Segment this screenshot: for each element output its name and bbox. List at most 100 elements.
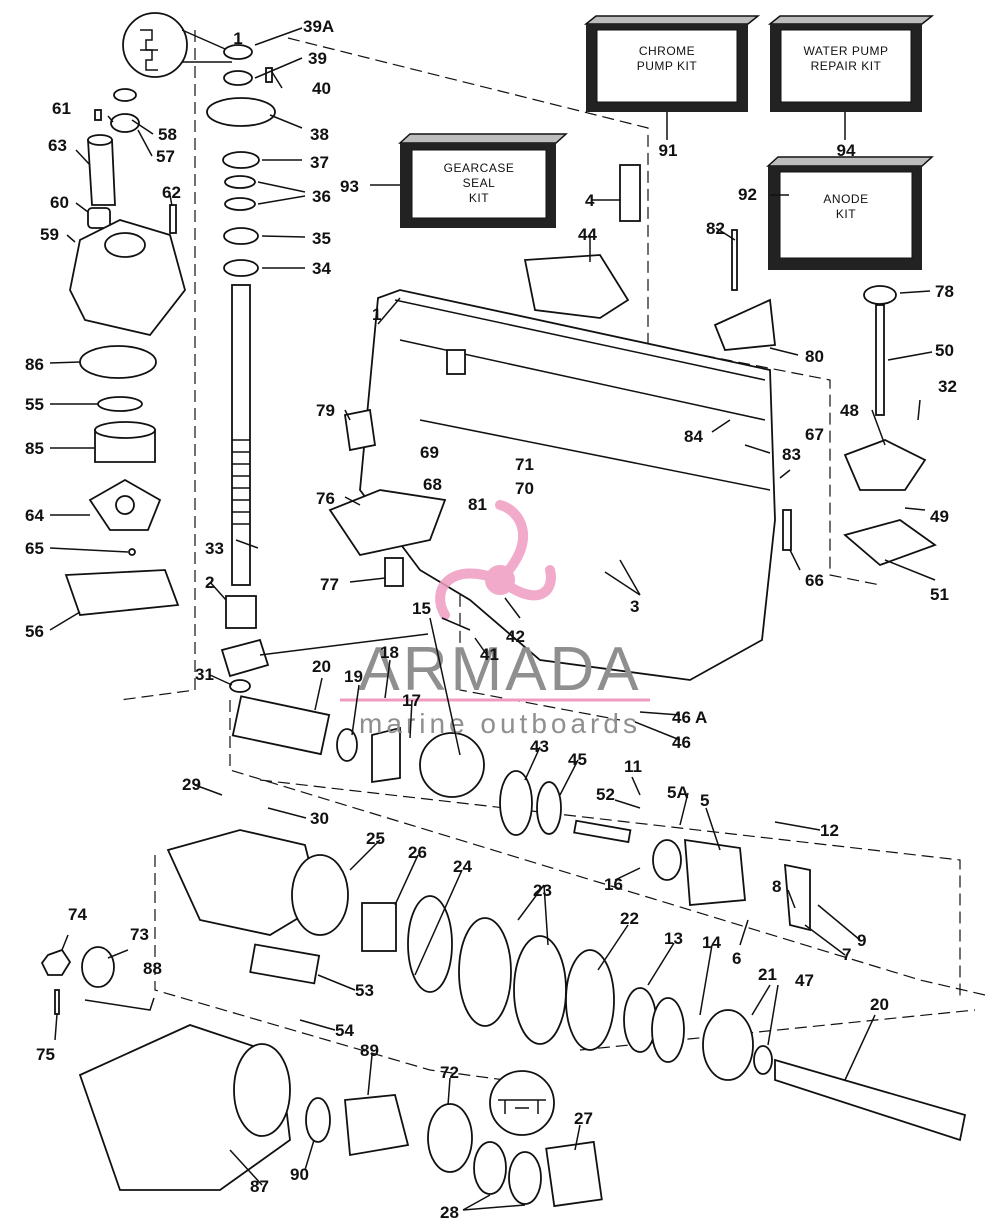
callout-72: 72 (440, 1063, 459, 1082)
callout-60: 60 (50, 193, 69, 212)
callout-4: 4 (585, 191, 595, 210)
callout-2: 2 (205, 573, 214, 592)
seal-detail-circle-bottom (489, 1070, 555, 1136)
callout-20: 20 (312, 657, 331, 676)
callout-91: 91 (659, 141, 678, 160)
callout-81: 81 (468, 495, 487, 514)
callout-16: 16 (604, 875, 623, 894)
callout-36: 36 (312, 187, 331, 206)
callout-21: 21 (758, 965, 777, 984)
callout-47: 47 (795, 971, 814, 990)
callout-92: 92 (738, 185, 757, 204)
callout-41: 41 (480, 645, 499, 664)
callout-89: 89 (360, 1041, 379, 1060)
water-pump-parts (64, 88, 186, 616)
callout-35: 35 (312, 229, 331, 248)
callout-63: 63 (48, 136, 67, 155)
callout-23: 23 (533, 881, 552, 900)
callout-33: 33 (205, 539, 224, 558)
callout-13: 13 (664, 929, 683, 948)
callout-90: 90 (290, 1165, 309, 1184)
callout-82: 82 (706, 219, 725, 238)
leader-lines (49, 27, 936, 1211)
callout-30: 30 (310, 809, 329, 828)
callout-64: 64 (25, 506, 44, 525)
callout-48: 48 (840, 401, 859, 420)
callout-3: 3 (630, 597, 639, 616)
callout-11: 11 (624, 757, 642, 776)
callout-29: 29 (182, 775, 201, 794)
callout-51: 51 (930, 585, 949, 604)
seal-detail-circle-top (122, 12, 233, 78)
callout-27: 27 (574, 1109, 593, 1128)
callout-17: 17 (402, 691, 421, 710)
callout-15: 15 (412, 599, 431, 618)
gearcase-housing (328, 164, 937, 681)
callout-8: 8 (772, 877, 781, 896)
callout-87: 87 (250, 1177, 269, 1196)
callout-56: 56 (25, 622, 44, 641)
callout-50: 50 (935, 341, 954, 360)
callout-61: 61 (52, 99, 71, 118)
callout-77: 77 (320, 575, 339, 594)
callout-20-lower: 20 (870, 995, 889, 1014)
callout-labels: 1 39A 39 40 38 37 36 35 34 61 58 57 63 6… (25, 17, 957, 1222)
callout-6: 6 (732, 949, 741, 968)
callout-94: 94 (837, 141, 856, 160)
callout-7: 7 (842, 945, 851, 964)
callout-31: 31 (195, 665, 214, 684)
callout-44: 44 (578, 225, 597, 244)
callout-58: 58 (158, 125, 177, 144)
callout-54: 54 (335, 1021, 354, 1040)
callout-84: 84 (684, 427, 703, 446)
callout-26: 26 (408, 843, 427, 862)
callout-78: 78 (935, 282, 954, 301)
callout-76: 76 (316, 489, 335, 508)
callout-79: 79 (316, 401, 335, 420)
callout-39a: 39A (303, 17, 334, 36)
callout-70: 70 (515, 479, 534, 498)
callout-66: 66 (805, 571, 824, 590)
callout-18: 18 (380, 643, 399, 662)
callout-5a: 5A (667, 783, 689, 802)
callout-73: 73 (130, 925, 149, 944)
callout-55: 55 (25, 395, 44, 414)
callout-42: 42 (506, 627, 525, 646)
callout-52: 52 (596, 785, 615, 804)
callout-45: 45 (568, 750, 587, 769)
watermark-tagline: marine outboards (359, 708, 641, 739)
callout-46: 46 (672, 733, 691, 752)
callout-5: 5 (700, 791, 709, 810)
watermark-brand: ARMADA (358, 635, 641, 704)
gear-train (40, 695, 967, 1208)
callout-69: 69 (420, 443, 439, 462)
callout-86: 86 (25, 355, 44, 374)
callout-28: 28 (440, 1203, 459, 1222)
callout-74: 74 (68, 905, 87, 924)
callout-25: 25 (366, 829, 385, 848)
callout-59: 59 (40, 225, 59, 244)
callout-85: 85 (25, 439, 44, 458)
callout-9: 9 (857, 931, 866, 950)
propeller-logo (435, 500, 556, 620)
callout-1-detail: 1 (233, 29, 242, 48)
callout-49: 49 (930, 507, 949, 526)
callout-22: 22 (620, 909, 639, 928)
callout-43: 43 (530, 737, 549, 756)
callout-37: 37 (310, 153, 329, 172)
callout-83: 83 (782, 445, 801, 464)
callout-53: 53 (355, 981, 374, 1000)
callout-12: 12 (820, 821, 839, 840)
callout-19: 19 (344, 667, 363, 686)
callout-57: 57 (156, 147, 175, 166)
callout-88: 88 (143, 959, 162, 978)
callout-68: 68 (423, 475, 442, 494)
